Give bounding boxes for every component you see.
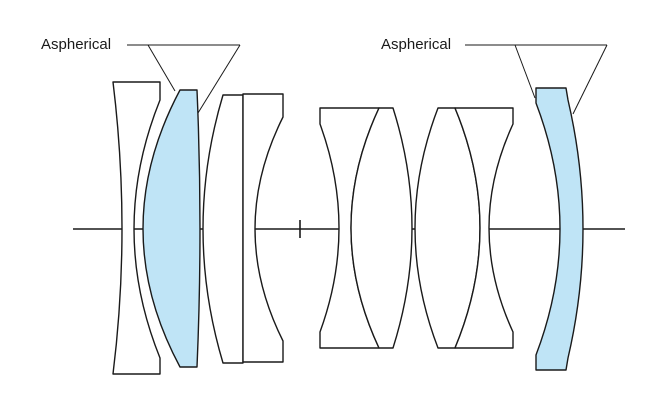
lens-element-2-aspherical <box>142 89 201 368</box>
lens-element-1 <box>112 81 161 375</box>
lens-element-4 <box>242 93 284 363</box>
lens-element-6 <box>350 107 413 349</box>
aspherical-label-right: Aspherical <box>381 36 452 53</box>
leader-line-left-a <box>147 44 176 92</box>
leader-line-left-b <box>197 44 241 114</box>
leader-line-right-b <box>572 44 608 115</box>
aspherical-label-left: Aspherical <box>41 36 112 53</box>
lens-element-9-aspherical <box>535 87 584 371</box>
lens-element-3 <box>202 94 244 364</box>
leader-line-right-a <box>514 44 536 99</box>
lens-element-8 <box>454 107 514 349</box>
